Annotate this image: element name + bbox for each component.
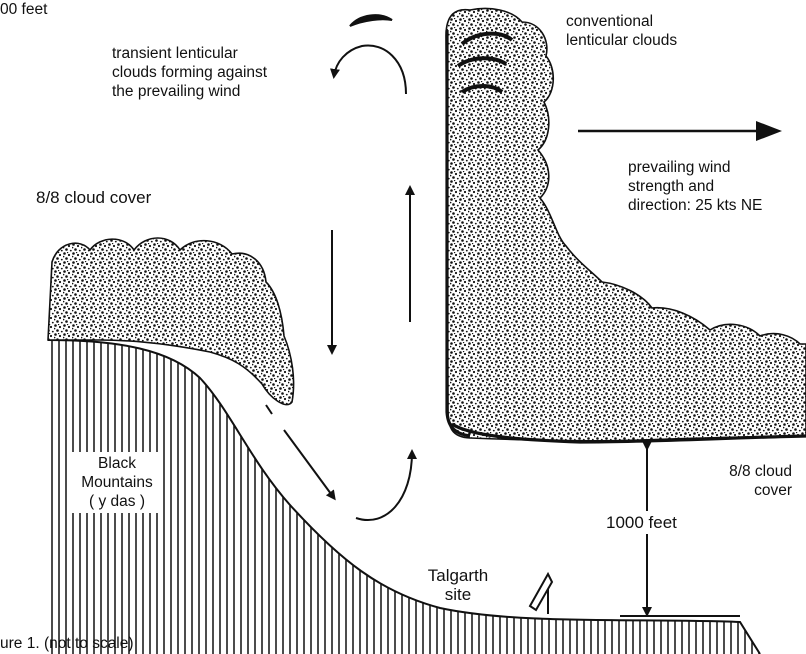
rotor-arc-arrow-top [334,45,406,94]
conventional-lenticular-label: conventional lenticular clouds [566,12,677,50]
slope-descent-arrow-dashed [284,430,334,498]
transient-lenticular-cloud [350,15,392,26]
cloud-cover-right-label: 8/8 cloud cover [690,462,792,500]
slope-descent-arrow [266,405,272,414]
black-mountains-label: Black Mountains ( y das ) [72,452,162,513]
figure-caption: ure 1. (not to scale) [0,634,134,653]
prevailing-wind-label: prevailing wind strength and direction: … [628,158,762,215]
cap-cloud-right [446,9,806,441]
cloud-cover-left-label: 8/8 cloud cover [36,188,151,207]
transient-lenticular-label: transient lenticular clouds forming agai… [112,44,267,101]
altitude-fragment-label: 00 feet [0,0,47,19]
rotor-arc-arrow-bottom [356,452,412,520]
height-label: 1000 feet [600,511,683,534]
talgarth-site-label: Talgarth site [412,566,504,604]
